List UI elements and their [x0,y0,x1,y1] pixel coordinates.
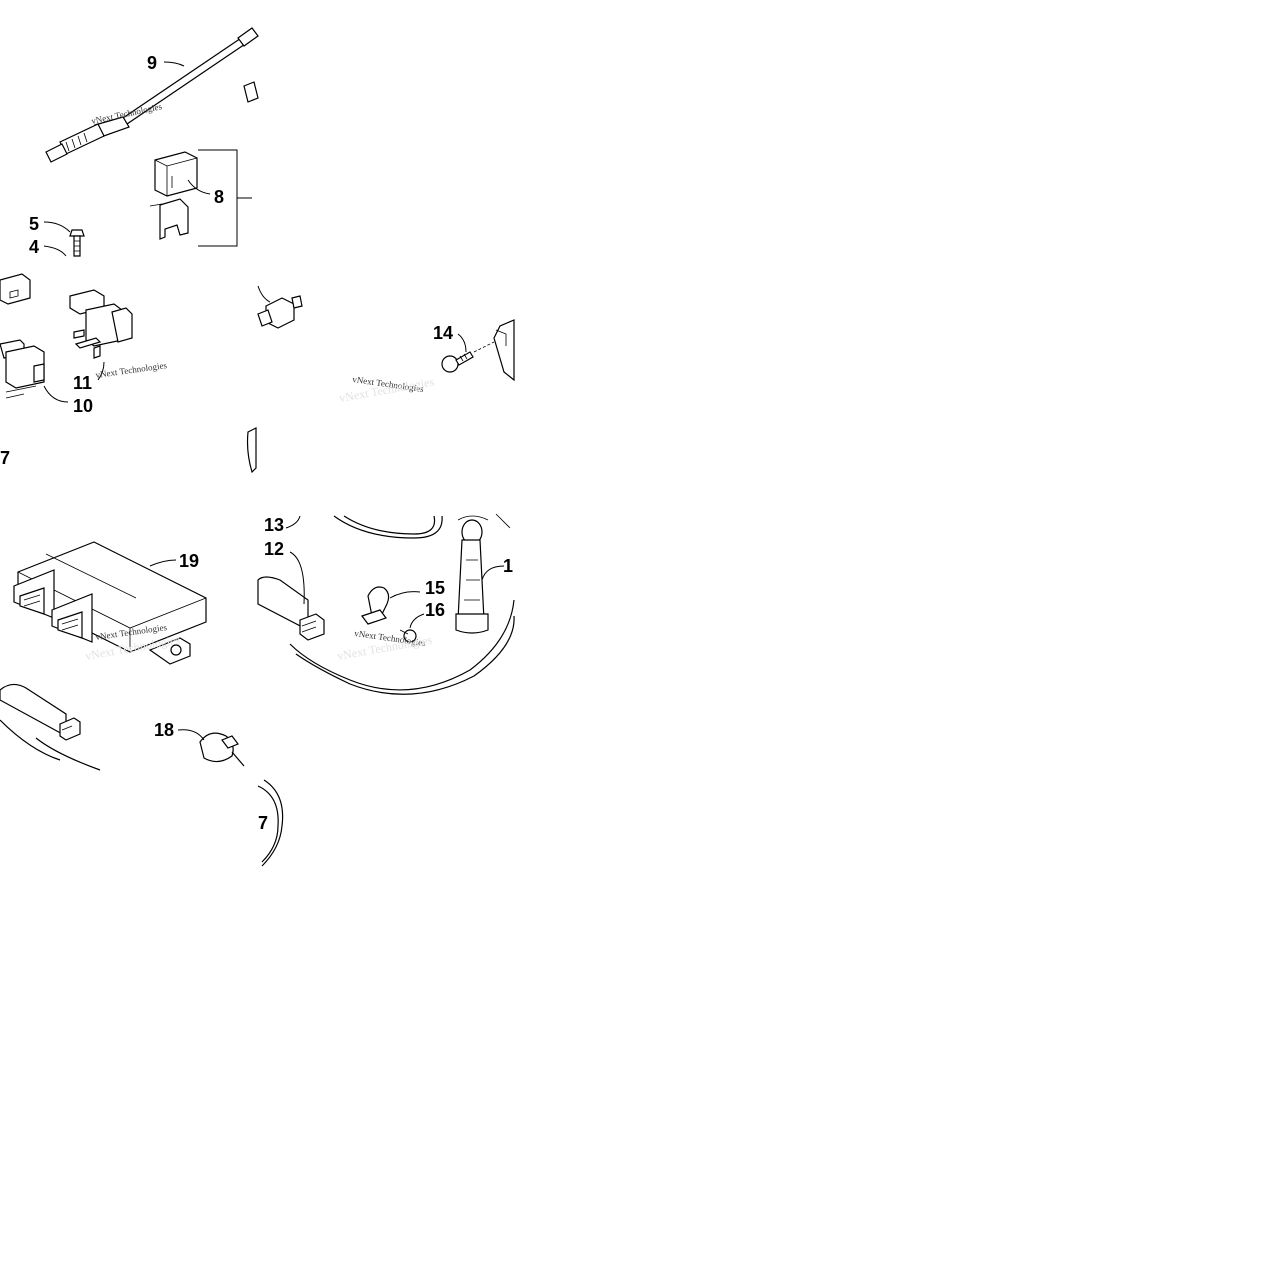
cable-clamp-part [361,586,421,625]
ignition-coil-part-2 [257,551,515,695]
callout-4: 4 [29,237,39,257]
tile-top-left: vNext Technologies 9 8 5 4 [29,27,259,257]
callout-18: 18 [154,720,174,740]
callout-15: 15 [425,578,445,598]
solenoid-valve-part [69,289,133,359]
callout-14: 14 [433,323,453,343]
callout-19: 19 [179,551,199,571]
callout-11: 11 [73,373,92,393]
tile-middle-right: vNext Technologies vNext Technologies 14 [246,285,515,474]
callout-1: 1 [503,556,513,576]
ignition-coil-part [0,683,101,771]
callout-8: 8 [214,187,224,207]
callout-7: 7 [0,448,10,468]
tile-middle-left: vNext Technologies 11 10 7 [0,273,168,468]
relay-part [149,149,252,247]
speed-sensor-part [177,729,245,767]
ecu-module-part [13,541,207,665]
watermark-text-2: vNext Technologies [95,360,168,380]
oxygen-sensor-part [45,27,259,163]
callout-12: 12 [264,539,284,559]
screw-part-2 [399,613,425,643]
callout-16: 16 [425,600,445,620]
tile-lower-left: vNext Technologies vNext Technologies 19… [0,541,284,867]
callout-9: 9 [147,53,157,73]
callout-13: 13 [264,515,284,535]
bolt-part [43,221,85,257]
tile-lower-right: 13 12 15 16 [257,513,515,695]
solenoid-valve-part-2 [0,339,45,399]
callout-5: 5 [29,214,39,234]
callout-10: 10 [73,396,93,416]
callout-7-lower: 7 [258,813,268,833]
temperature-sensor-part [257,285,303,329]
screw-part [441,333,495,373]
spark-plug-cap-part [455,513,511,634]
